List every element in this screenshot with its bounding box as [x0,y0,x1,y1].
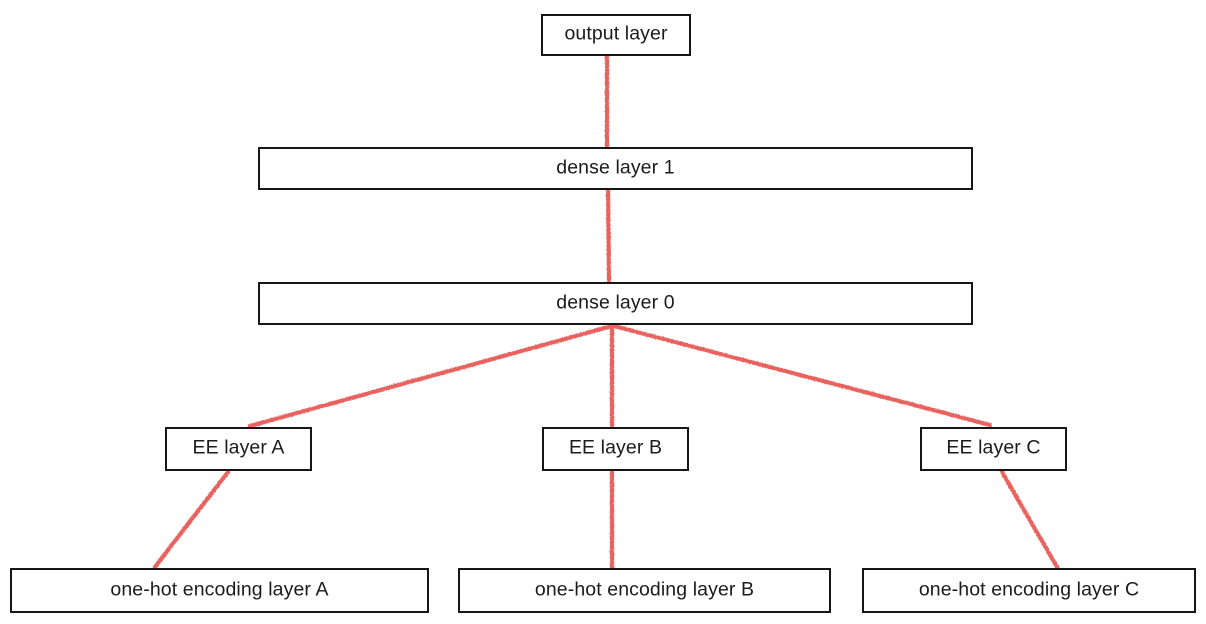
node-label: EE layer C [946,436,1041,459]
node-one-hot-layer-b[interactable]: one-hot encoding layer B [458,568,831,613]
node-output-layer[interactable]: output layer [541,14,691,56]
edge-ee-a-to-dense0 [247,323,615,429]
node-one-hot-layer-a[interactable]: one-hot encoding layer A [10,568,429,613]
node-dense-layer-1[interactable]: dense layer 1 [258,147,973,190]
edge-onehot-c-to-ee-c [999,469,1060,570]
node-ee-layer-a[interactable]: EE layer A [165,427,312,471]
node-label: EE layer A [192,436,285,459]
node-label: EE layer B [568,436,663,459]
node-label: output layer [564,22,668,45]
edge-ee-c-to-dense0 [611,323,993,428]
node-one-hot-layer-c[interactable]: one-hot encoding layer C [862,568,1196,613]
node-label: dense layer 0 [556,291,675,314]
node-label: one-hot encoding layer B [534,578,755,601]
node-label: one-hot encoding layer A [110,578,329,601]
node-ee-layer-c[interactable]: EE layer C [920,427,1067,471]
node-label: dense layer 1 [556,156,675,179]
node-dense-layer-0[interactable]: dense layer 0 [258,282,973,325]
node-label: one-hot encoding layer C [918,578,1140,601]
edge-onehot-a-to-ee-a [152,469,231,570]
edge-dense0-to-dense1 [605,188,612,284]
node-ee-layer-b[interactable]: EE layer B [542,427,689,471]
